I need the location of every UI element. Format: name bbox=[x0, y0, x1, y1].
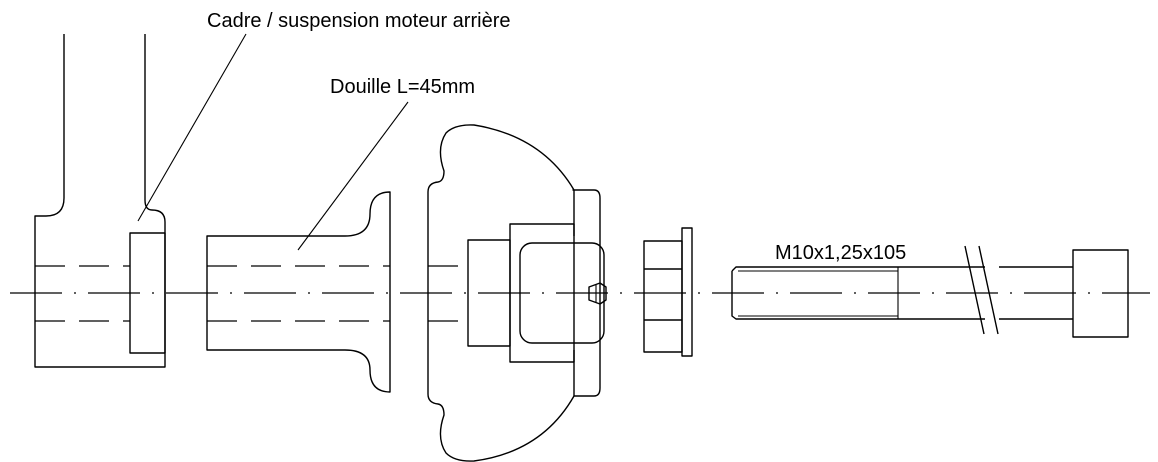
bushing-leader-line bbox=[297, 101, 409, 251]
bushing bbox=[206, 191, 391, 393]
frame-label: Cadre / suspension moteur arrière bbox=[207, 10, 510, 32]
bushing-label: Douille L=45mm bbox=[330, 76, 475, 98]
washer bbox=[643, 227, 693, 357]
break-symbol-icon bbox=[964, 245, 999, 335]
frame-bracket bbox=[34, 34, 166, 368]
bolt-label: M10x1,25x105 bbox=[775, 242, 906, 264]
frame-leader-line bbox=[137, 33, 247, 222]
hex-socket-icon bbox=[588, 282, 607, 305]
